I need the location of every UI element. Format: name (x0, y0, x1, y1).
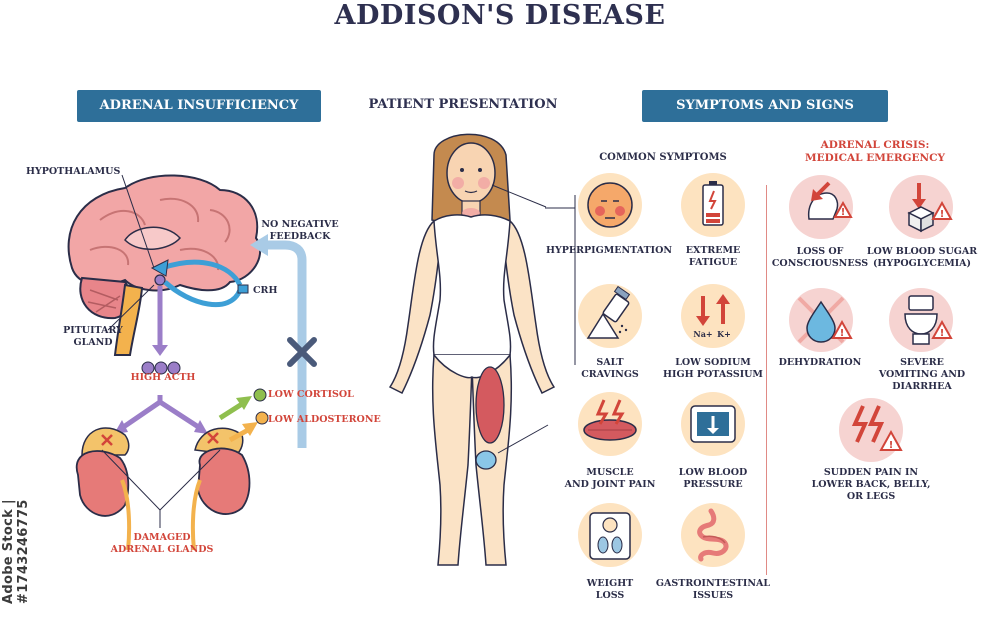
extreme-fatigue-icon (681, 173, 745, 237)
salt-cravings-icon (578, 284, 642, 348)
low-sodium-high-potassium-icon: Na+ K+ (681, 284, 745, 348)
hypothalamus-label: HYPOTHALAMUS (26, 166, 121, 177)
toilet-icon: ! (889, 288, 953, 352)
patient-figure (388, 133, 556, 566)
svg-text:!: ! (841, 207, 846, 218)
dehydration-label: DEHYDRATION (778, 357, 862, 368)
damaged-adrenal-glands-label: DAMAGED ADRENAL GLANDS (110, 532, 214, 555)
svg-text:!: ! (940, 209, 945, 220)
salt-cravings-label: SALT CRAVINGS (581, 357, 639, 380)
low-cortisol-label: LOW CORTISOL (268, 389, 354, 400)
left-adrenal-kidney (75, 427, 132, 551)
page-title: ADDISON'S DISEASE (334, 0, 666, 31)
symptoms-and-signs-banner: SYMPTOMS AND SIGNS (642, 90, 888, 122)
low-sodium-high-potassium-label: LOW SODIUM HIGH POTASSIUM (663, 357, 763, 380)
patient-presentation-heading: PATIENT PRESENTATION (368, 97, 558, 112)
no-negative-feedback-label: NO NEGATIVE FEEDBACK (261, 219, 339, 242)
adrenal-insufficiency-banner: ADRENAL INSUFFICIENCY (77, 90, 321, 122)
adrenal-axis-diagram (67, 174, 317, 551)
sudden-pain-label: SUDDEN PAIN IN LOWER BACK, BELLY, OR LEG… (811, 467, 931, 502)
low-blood-pressure-label: LOW BLOOD PRESSURE (678, 467, 748, 490)
brain-illustration (67, 174, 262, 356)
severe-vomiting-diarrhea-label: SEVERE VOMITING AND DIARRHEA (878, 357, 966, 392)
weight-loss-label: WEIGHT LOSS (586, 578, 634, 601)
dehydration-icon: ! (789, 288, 853, 352)
section-divider (766, 185, 767, 575)
pituitary-gland-label: PITUITARY GLAND (63, 325, 123, 348)
symptom-connectors (545, 195, 576, 365)
crh-label: CRH (253, 285, 278, 296)
potassium-symbol: K+ (717, 329, 731, 339)
loss-of-consciousness-label: LOSS OF CONSCIOUSNESS (771, 246, 869, 269)
muscle-joint-pain-label: MUSCLE AND JOINT PAIN (564, 467, 656, 490)
weight-loss-icon (578, 503, 642, 567)
high-acth-label: HIGH ACTH (130, 372, 196, 383)
low-blood-sugar-icon: ! (889, 175, 953, 239)
hyperpigmentation-label: HYPERPIGMENTATION (546, 245, 673, 256)
common-symptoms-heading: COMMON SYMPTOMS (599, 152, 727, 163)
svg-text:!: ! (889, 440, 894, 451)
gastrointestinal-issues-icon (681, 503, 745, 567)
gastrointestinal-issues-label: GASTROINTESTINAL ISSUES (655, 578, 771, 601)
sodium-symbol: Na+ (693, 329, 713, 339)
loss-of-consciousness-icon: ! (789, 175, 853, 239)
sudden-pain-icon: ! (839, 398, 903, 462)
stock-id-watermark: Adobe Stock | #1743246775 (1, 499, 31, 604)
extreme-fatigue-label: EXTREME FATIGUE (685, 245, 741, 268)
svg-text:!: ! (840, 328, 845, 339)
adrenal-crisis-heading: ADRENAL CRISIS: MEDICAL EMERGENCY (805, 139, 945, 164)
muscle-joint-pain-icon (578, 392, 642, 456)
low-blood-sugar-label: LOW BLOOD SUGAR (HYPOGLYCEMIA) (866, 246, 978, 269)
right-adrenal-kidney (190, 427, 251, 551)
low-blood-pressure-icon (681, 392, 745, 456)
low-aldosterone-label: LOW ALDOSTERONE (268, 414, 381, 425)
hyperpigmentation-icon (578, 173, 642, 237)
svg-text:!: ! (940, 328, 945, 339)
